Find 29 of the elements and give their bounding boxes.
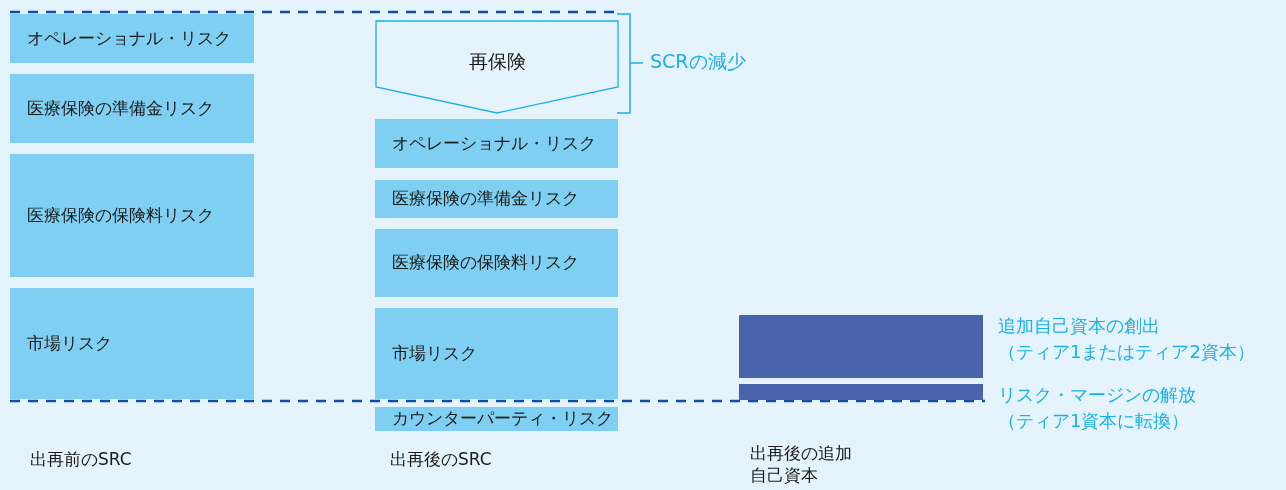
annotation-text: SCRの減少 (650, 50, 746, 72)
risk-box (10, 154, 254, 277)
risk-box (375, 308, 618, 399)
risk-box (375, 180, 618, 218)
risk-box (10, 74, 254, 143)
annotation-text: 追加自己資本の創出 (998, 314, 1160, 338)
node-label: 医療保険の準備金リスク (392, 188, 579, 210)
node-label: 医療保険の保険料リスク (392, 252, 579, 274)
column-label: 出再後の追加自己資本 (750, 442, 853, 486)
risk-box (375, 229, 618, 297)
annotation-text: （ティア1またはティア2資本） (998, 340, 1255, 364)
node-label: 市場リスク (27, 332, 112, 355)
node-label: 市場リスク (392, 342, 477, 365)
annotation-text: リスク・マージンの解放 (998, 383, 1196, 407)
risk-box (10, 288, 254, 399)
node-label: オペレーショナル・リスク (27, 27, 231, 50)
risk-box (375, 119, 618, 168)
capital-bar (739, 384, 983, 400)
node-label: 医療保険の保険料リスク (27, 204, 214, 227)
node-label: 医療保険の準備金リスク (27, 97, 214, 120)
risk-box (10, 14, 254, 63)
annotation-text: （ティア1資本に転換） (998, 409, 1190, 433)
node-label: 再保険 (468, 49, 526, 74)
risk-box (375, 407, 618, 431)
node-label: オペレーショナル・リスク (392, 132, 596, 155)
capital-bar (739, 315, 983, 378)
column-label: 出再後のSRC (390, 448, 492, 470)
node-label: カウンターパーティ・リスク (392, 408, 613, 430)
column-label: 出再前のSRC (30, 448, 132, 470)
